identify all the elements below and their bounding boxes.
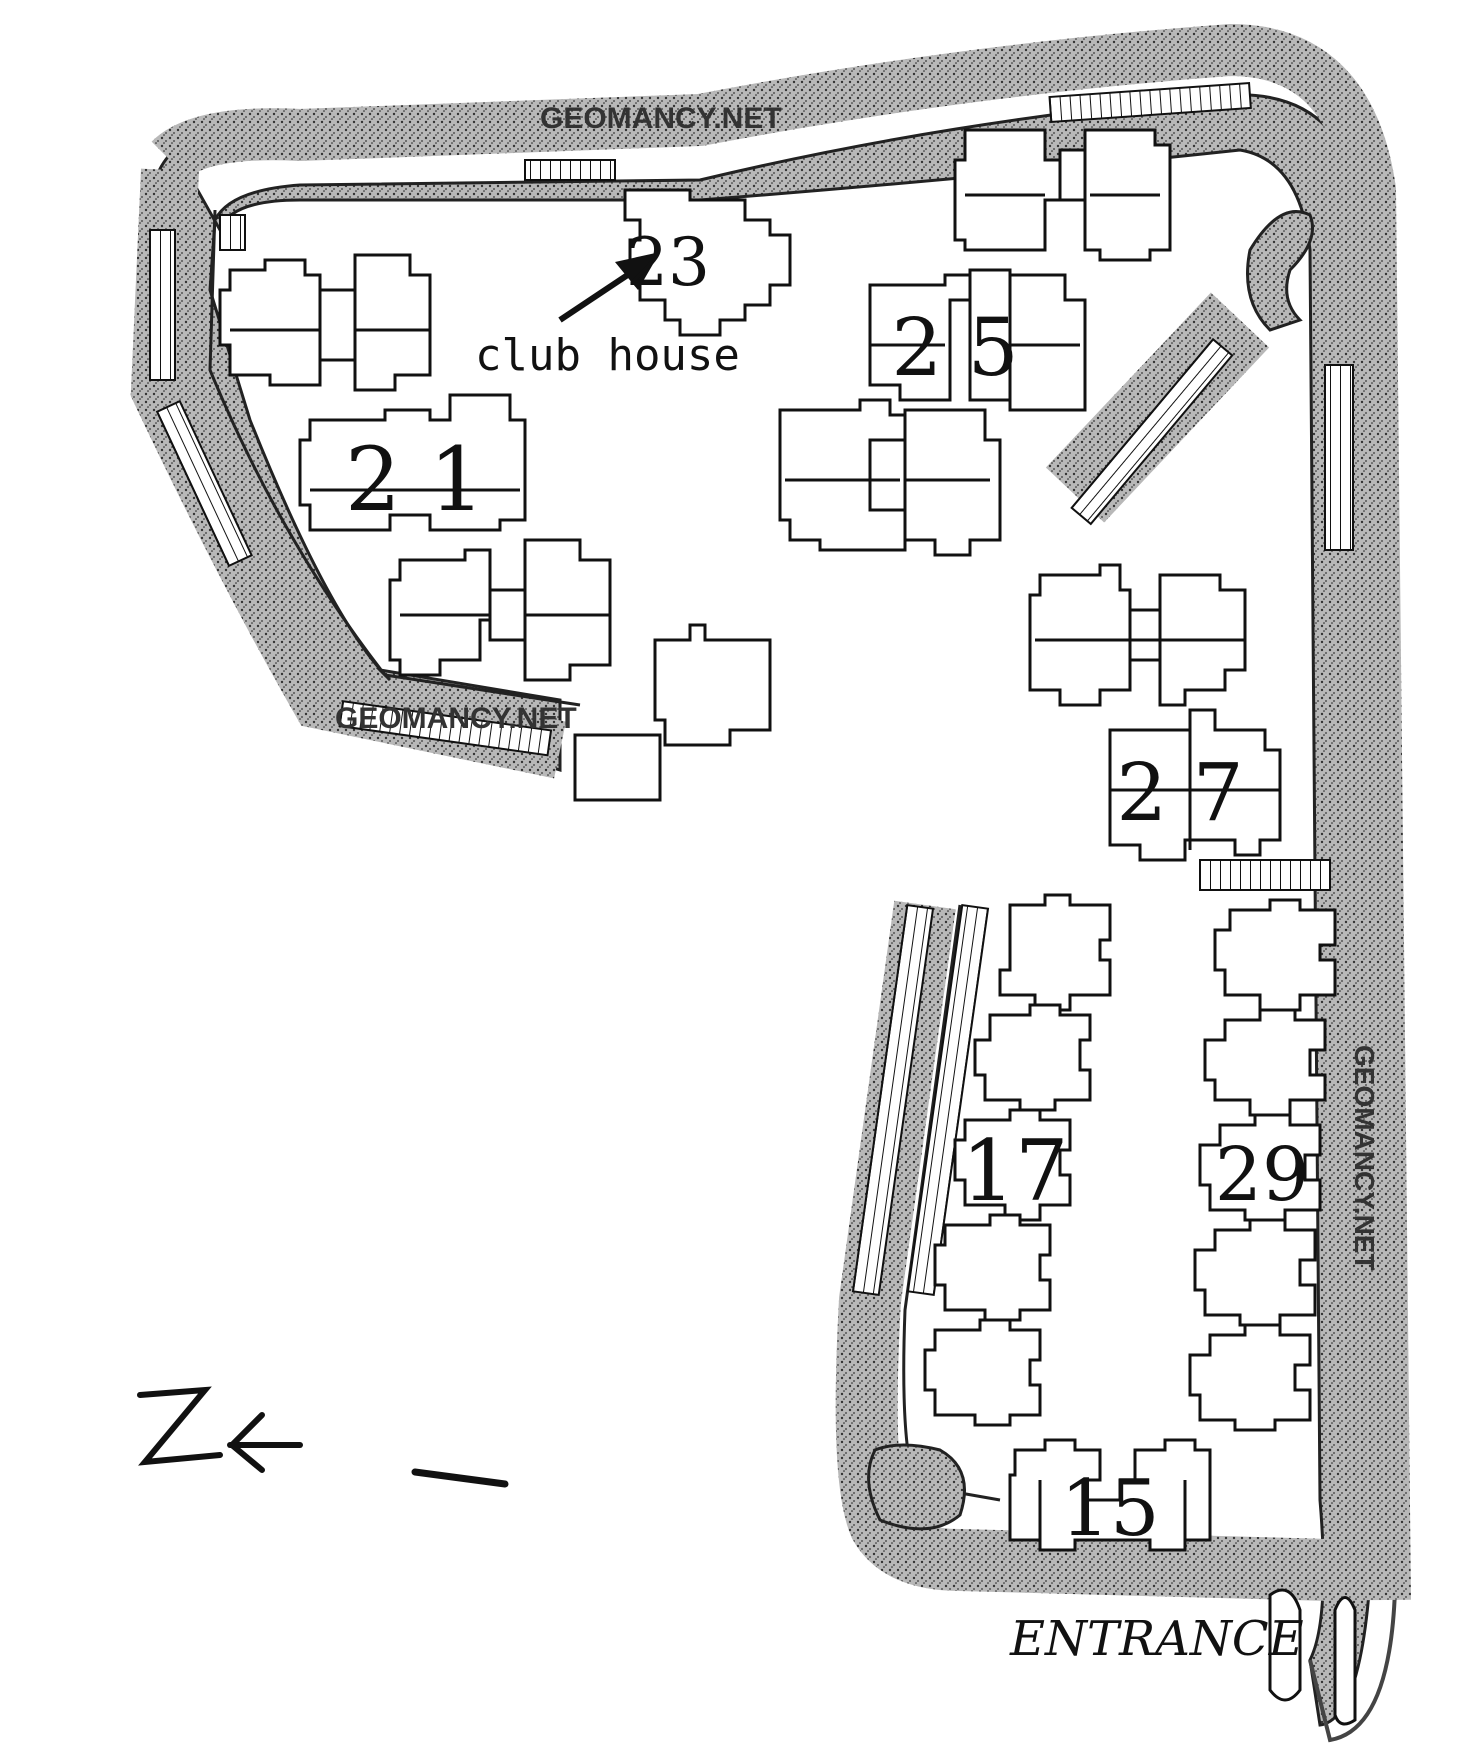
- building-21: [218, 253, 527, 532]
- building-17-label: 17: [962, 1122, 1069, 1220]
- parking-strip: [338, 700, 553, 757]
- building-27-label: 2 7: [1116, 746, 1243, 839]
- loop-island: [1246, 210, 1314, 332]
- top-road-band: [151, 23, 1411, 1601]
- building-block-25b: [778, 398, 1002, 557]
- building-15-label: 15: [1060, 1464, 1159, 1554]
- parking-strip: [149, 229, 176, 381]
- north-arrow-icon: [137, 1386, 303, 1473]
- west-road-edge: [208, 209, 581, 707]
- parking-strip: [155, 399, 253, 568]
- building-29: [1188, 898, 1337, 1432]
- building-25: [868, 128, 1172, 412]
- entrance-gate: [1333, 1596, 1357, 1726]
- building-17: [923, 893, 1112, 1427]
- parking-strip: [219, 214, 246, 251]
- building-29-label: 29: [1215, 1132, 1309, 1218]
- parking-strip: [524, 159, 616, 181]
- building-block-21b: [388, 538, 772, 802]
- parking-strip: [851, 903, 935, 1297]
- watermark: GEOMANCY.NET: [335, 702, 577, 735]
- building-25-label: 2 5: [891, 301, 1018, 394]
- building-23-label: 23: [626, 224, 710, 301]
- finger-loop-island: [867, 1443, 966, 1531]
- clubhouse-arrow-head: [615, 252, 660, 290]
- parking-strip: [906, 903, 990, 1297]
- watermark: GEOMANCY.NET: [540, 102, 782, 135]
- entrance-gate: [1268, 1588, 1302, 1702]
- building-23: [623, 188, 792, 337]
- building-27: [1028, 563, 1282, 862]
- clubhouse-label: club house: [475, 330, 740, 381]
- parking-strip: [1199, 859, 1331, 891]
- parking-strip: [1048, 81, 1252, 124]
- building-15: [1008, 1438, 1212, 1552]
- building-21-label: 2 1: [345, 428, 485, 531]
- parking-strip: [1070, 337, 1234, 526]
- parking-strip: [1324, 364, 1354, 551]
- scale-bar: [411, 1468, 509, 1488]
- watermark: GEOMANCY.NET: [1349, 1045, 1380, 1271]
- entrance-label: ENTRANCE: [1009, 1611, 1304, 1667]
